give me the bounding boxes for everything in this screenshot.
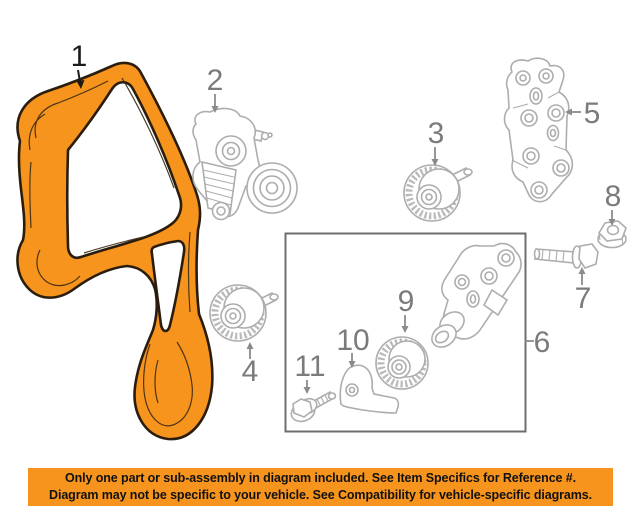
belt-tensioner bbox=[192, 107, 298, 221]
pulley-bracket bbox=[339, 364, 400, 414]
part-label-11: 11 bbox=[294, 350, 325, 383]
flange-nut bbox=[597, 220, 627, 249]
part-label-6: 6 bbox=[534, 326, 551, 359]
part-label-1: 1 bbox=[71, 40, 88, 73]
arrow-10 bbox=[348, 353, 356, 368]
part-label-4: 4 bbox=[242, 355, 259, 388]
serpentine-belt bbox=[16, 61, 214, 441]
arrow-1 bbox=[76, 69, 85, 89]
part-label-8: 8 bbox=[605, 180, 622, 213]
leader-arrows bbox=[76, 69, 616, 394]
belt-shape bbox=[16, 61, 214, 441]
arrow-11 bbox=[303, 380, 311, 394]
arrow-4 bbox=[246, 342, 254, 359]
small-flange-bolt bbox=[290, 390, 337, 423]
part-label-3: 3 bbox=[428, 117, 445, 150]
belt-rib-lines bbox=[28, 77, 193, 427]
part-label-7: 7 bbox=[575, 282, 592, 315]
grooved-pulley bbox=[375, 336, 429, 390]
part-label-10: 10 bbox=[336, 324, 369, 357]
arrow-9 bbox=[401, 315, 409, 333]
part-label-9: 9 bbox=[398, 285, 415, 318]
part-label-2: 2 bbox=[207, 64, 224, 97]
arrow-2 bbox=[211, 94, 219, 113]
arrow-5 bbox=[565, 108, 581, 116]
disclaimer-line-2: Diagram may not be specific to your vehi… bbox=[49, 488, 592, 502]
disclaimer-line-1: Only one part or sub-assembly in diagram… bbox=[64, 470, 576, 485]
idler-pulley-lower bbox=[209, 284, 279, 342]
bracket-assembly bbox=[431, 242, 522, 348]
flange-bolt bbox=[533, 243, 599, 269]
mounting-bracket bbox=[503, 57, 574, 203]
arrow-8 bbox=[608, 210, 616, 226]
arrow-3 bbox=[431, 147, 439, 166]
disclaimer-banner: Only one part or sub-assembly in diagram… bbox=[28, 468, 613, 506]
arrow-7 bbox=[578, 267, 586, 285]
part-label-5: 5 bbox=[584, 97, 601, 130]
idler-pulley-upper bbox=[403, 164, 473, 222]
